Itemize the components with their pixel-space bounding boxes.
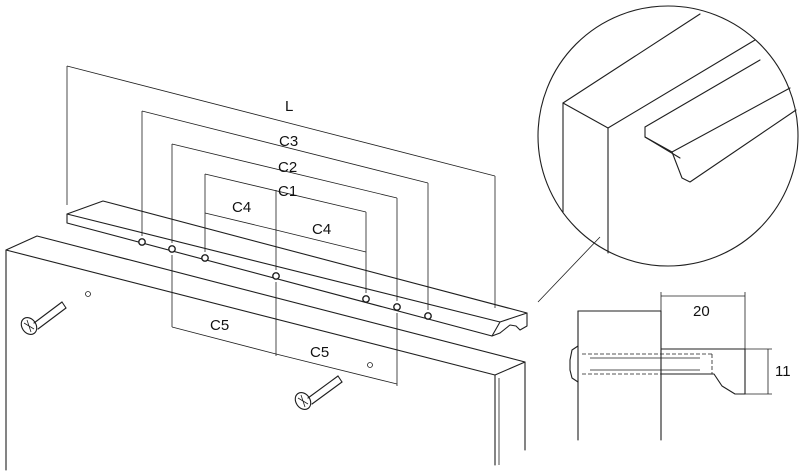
handle-rail — [66, 200, 528, 337]
label-C2: C2 — [278, 159, 297, 176]
detail-magnifier — [537, 5, 799, 267]
detail-leader-line — [537, 236, 601, 303]
screw-left — [20, 301, 67, 335]
cross-section-detail — [569, 292, 772, 441]
hole-5 — [362, 295, 370, 303]
dimension-lines-top — [66, 65, 496, 310]
label-C5-right: C5 — [310, 344, 329, 361]
hole-3 — [201, 254, 209, 262]
label-C4-right: C4 — [312, 221, 331, 238]
label-depth-20: 20 — [693, 303, 710, 320]
label-C3: C3 — [279, 133, 298, 150]
screw-right — [294, 375, 343, 410]
dimension-lines-bottom — [171, 255, 398, 386]
door-panel — [5, 235, 526, 471]
label-C1: C1 — [278, 183, 297, 200]
hole-1 — [138, 238, 146, 246]
label-C5-left: C5 — [210, 317, 229, 334]
hole-6 — [393, 303, 401, 311]
label-L: L — [285, 98, 293, 115]
label-C4-left: C4 — [232, 199, 251, 216]
label-height-11: 11 — [775, 363, 791, 380]
hole-7 — [424, 312, 432, 320]
hole-2 — [168, 245, 176, 253]
hole-4 — [272, 272, 280, 280]
mounting-holes — [138, 238, 432, 320]
